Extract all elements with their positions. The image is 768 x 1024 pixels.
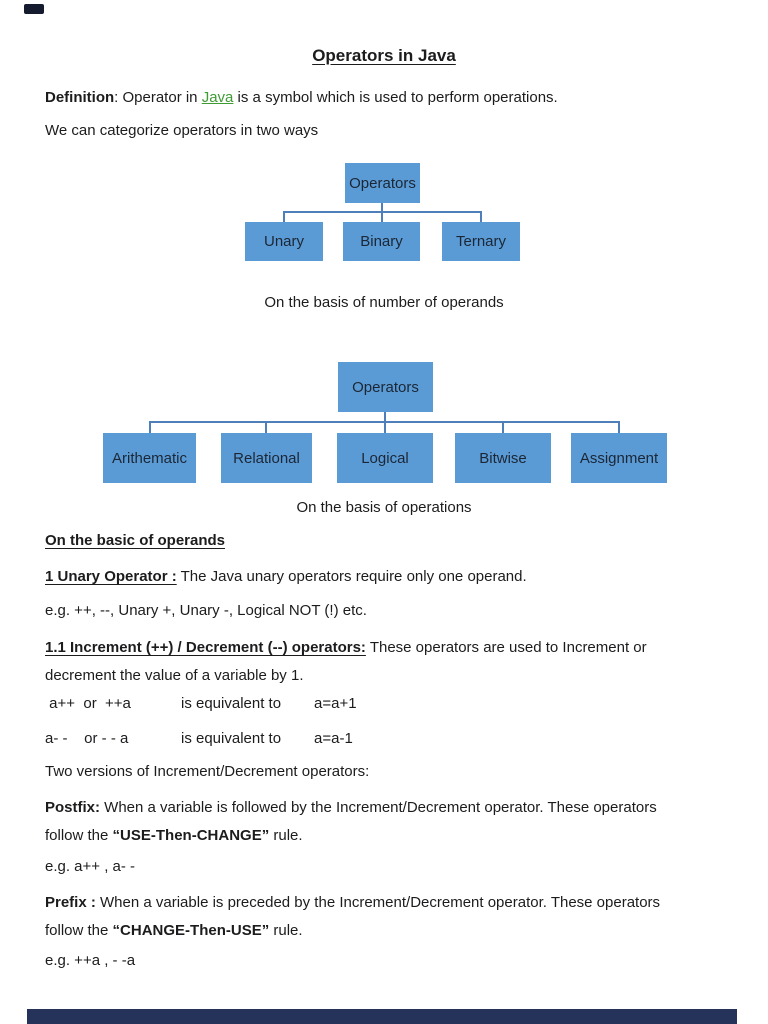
postfix-rule: “USE-Then-CHANGE” xyxy=(112,827,270,844)
diagram2-label-logical: Logical xyxy=(361,449,409,467)
page-corner-artifact xyxy=(24,4,44,14)
diagram2-box-relational: Relational xyxy=(221,433,312,483)
diagram2-root-box: Operators xyxy=(338,362,433,412)
prefix-text2a: follow the xyxy=(45,922,113,939)
unary-operator-line: 1 Unary Operator : The Java unary operat… xyxy=(45,567,738,587)
equiv1-expression: a++ or ++a xyxy=(45,695,131,712)
postfix-example-line: e.g. a++ , a- - xyxy=(45,858,136,875)
prefix-text2b: rule. xyxy=(269,922,303,939)
incdec-paragraph: 1.1 Increment (++) / Decrement (--) oper… xyxy=(45,634,738,690)
diagram2-root-label: Operators xyxy=(352,378,419,396)
unary-operator-lead: 1 Unary Operator : xyxy=(45,568,177,585)
diagram1-root-box: Operators xyxy=(345,163,420,203)
definition-pre-text: : Operator in xyxy=(114,89,202,106)
diagram2-box-bitwise: Bitwise xyxy=(455,433,551,483)
postfix-lead: Postfix: xyxy=(45,799,101,816)
diagram1-root-label: Operators xyxy=(349,174,416,192)
diagram1-label-unary: Unary xyxy=(263,233,304,250)
diagram2-label-assignment: Assignment xyxy=(579,449,659,467)
definition-line: Definition: Operator in Java is a symbol… xyxy=(45,88,738,108)
heading-basic-of-operands: On the basic of operands xyxy=(45,531,738,551)
diagram1-connector-stub-2 xyxy=(381,211,383,223)
equiv1-result: a=a+1 xyxy=(314,695,357,712)
incdec-text2: decrement the value of a variable by 1. xyxy=(45,667,304,684)
prefix-paragraph: Prefix : When a variable is preceded by … xyxy=(45,889,738,945)
prefix-lead: Prefix : xyxy=(45,894,96,911)
heading-basic-of-operands-text: On the basic of operands xyxy=(45,532,226,549)
diagram2-box-assignment: Assignment xyxy=(571,433,667,483)
diagram2-connector-stub-3 xyxy=(384,421,386,433)
diagram2-connector-stub-4 xyxy=(502,421,504,433)
diagram2-connector-stub-1 xyxy=(149,421,151,433)
diagram1-connector-stub-3 xyxy=(480,211,482,223)
diagram1-caption: On the basis of number of operands xyxy=(264,294,504,311)
postfix-paragraph: Postfix: When a variable is followed by … xyxy=(45,794,738,850)
two-versions-line: Two versions of Increment/Decrement oper… xyxy=(45,763,370,780)
diagram2-box-logical: Logical xyxy=(337,433,433,483)
unary-examples-line: e.g. ++, --, Unary +, Unary -, Logical N… xyxy=(45,602,367,619)
prefix-rule: “CHANGE-Then-USE” xyxy=(112,922,270,939)
prefix-text1: When a variable is preceded by the Incre… xyxy=(95,894,661,911)
diagram1-box-unary: Unary xyxy=(245,222,323,261)
diagram1-label-binary: Binary xyxy=(360,233,403,250)
diagram2-label-arithematic: Arithematic xyxy=(111,449,188,467)
diagram2-caption: On the basis of operations xyxy=(296,499,472,516)
page-title: Operators in Java xyxy=(312,46,456,65)
diagram2-connector-stub-2 xyxy=(265,421,267,433)
equiv2-phrase: is equivalent to xyxy=(181,730,282,747)
equiv2-expression: a- - or - - a xyxy=(45,730,129,747)
diagram2-label-relational: Relational xyxy=(233,449,300,467)
categorize-line: We can categorize operators in two ways xyxy=(45,122,319,139)
postfix-text2b: rule. xyxy=(269,827,303,844)
equiv2-result: a=a-1 xyxy=(314,730,353,747)
diagram1-connector-stub-1 xyxy=(283,211,285,223)
diagram2-box-arithematic: Arithematic xyxy=(103,433,196,483)
java-link[interactable]: Java xyxy=(201,89,234,106)
diagram1-box-ternary: Ternary xyxy=(442,222,520,261)
diagram1-connector-root-stub xyxy=(381,203,383,212)
incdec-lead: 1.1 Increment (++) / Decrement (--) oper… xyxy=(45,639,366,656)
diagram1-box-binary: Binary xyxy=(343,222,420,261)
equiv1-phrase: is equivalent to xyxy=(181,695,282,712)
diagram1-label-ternary: Ternary xyxy=(455,233,507,250)
incdec-text1: These operators are used to Increment or xyxy=(365,639,647,656)
unary-operator-text: The Java unary operators require only on… xyxy=(176,568,527,585)
prefix-example-line: e.g. ++a , - -a xyxy=(45,952,136,969)
postfix-text2a: follow the xyxy=(45,827,113,844)
diagram2-connector-stub-5 xyxy=(618,421,620,433)
diagram2-connector-root-stub xyxy=(384,412,386,422)
definition-label: Definition xyxy=(45,89,115,106)
diagram2-label-bitwise: Bitwise xyxy=(479,449,527,467)
postfix-text1: When a variable is followed by the Incre… xyxy=(100,799,657,816)
definition-post-text: is a symbol which is used to perform ope… xyxy=(233,89,558,106)
next-page-edge xyxy=(27,1009,737,1024)
